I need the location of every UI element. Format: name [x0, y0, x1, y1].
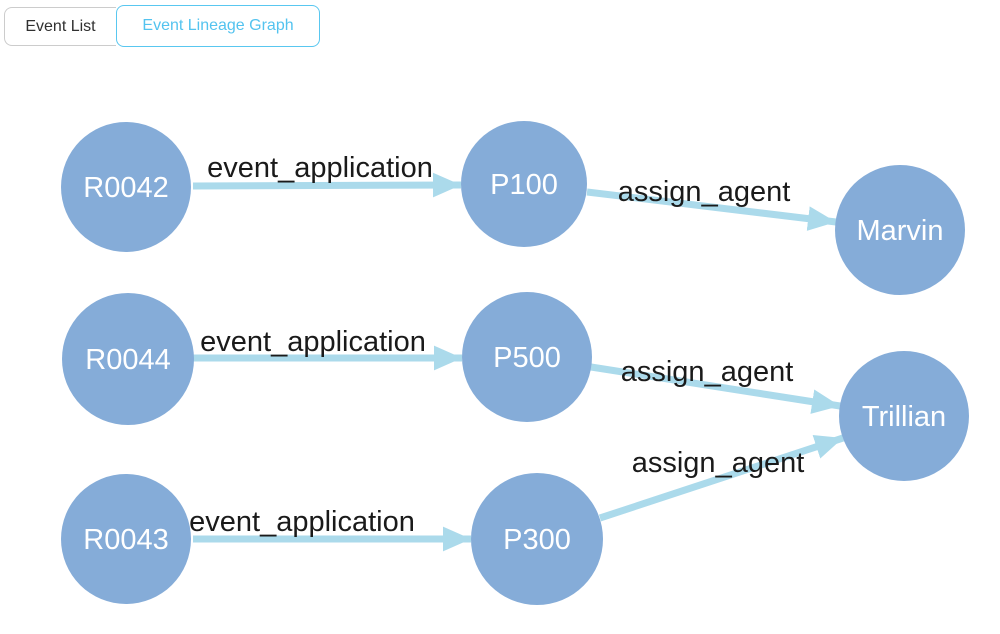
graph-node-r0042[interactable]: R0042 [61, 122, 191, 252]
node-circle-p300[interactable] [471, 473, 603, 605]
graph-edge-r0044-p500: event_application [193, 326, 462, 371]
node-circle-p100[interactable] [461, 121, 587, 247]
edge-label-assign-agent-3: assign_agent [632, 447, 805, 479]
graph-node-trillian[interactable]: Trillian [839, 351, 969, 481]
node-label-marvin: Marvin [856, 215, 943, 247]
edge-line-p300-trillian[interactable] [598, 434, 845, 522]
graph-node-p300[interactable]: P300 [471, 473, 603, 605]
node-circle-p500[interactable] [462, 292, 592, 422]
node-circle-r0044[interactable] [62, 293, 194, 425]
edge-line-p500-trillian[interactable] [590, 363, 841, 414]
node-label-r0043: R0043 [83, 524, 168, 556]
edge-label-assign-agent-2: assign_agent [621, 356, 794, 388]
graph-node-p500[interactable]: P500 [462, 292, 592, 422]
graph-node-p100[interactable]: P100 [461, 121, 587, 247]
tab-event-lineage-graph[interactable]: Event Lineage Graph [116, 5, 320, 47]
edge-label-event-application-2: event_application [200, 326, 426, 358]
node-label-p300: P300 [503, 524, 571, 556]
node-label-r0042: R0042 [83, 172, 168, 204]
graph-node-marvin[interactable]: Marvin [835, 165, 965, 295]
node-circle-r0042[interactable] [61, 122, 191, 252]
node-label-trillian: Trillian [862, 401, 946, 433]
edge-line-r0042-p100[interactable] [192, 172, 462, 198]
view-tab-bar: Event List Event Lineage Graph [4, 0, 320, 47]
node-circle-r0043[interactable] [61, 474, 191, 604]
edge-label-assign-agent-1: assign_agent [618, 176, 791, 208]
graph-edge-r0043-p300: event_application [189, 506, 471, 552]
node-circle-marvin[interactable] [835, 165, 965, 295]
graph-edge-p500-trillian: assign_agent [590, 356, 841, 414]
tab-event-list[interactable]: Event List [4, 7, 116, 46]
graph-edge-p100-marvin: assign_agent [586, 176, 837, 231]
graph-edge-p300-trillian: assign_agent [598, 434, 845, 522]
node-label-p100: P100 [490, 169, 558, 201]
edge-label-event-application-1: event_application [207, 152, 433, 184]
graph-edge-r0042-p100: event_application [192, 152, 462, 198]
node-label-p500: P500 [493, 342, 561, 374]
node-label-r0044: R0044 [85, 344, 170, 376]
edge-line-p100-marvin[interactable] [586, 188, 837, 231]
node-circle-trillian[interactable] [839, 351, 969, 481]
edge-label-event-application-3: event_application [189, 506, 415, 538]
graph-node-r0044[interactable]: R0044 [62, 293, 194, 425]
graph-node-r0043[interactable]: R0043 [61, 474, 191, 604]
